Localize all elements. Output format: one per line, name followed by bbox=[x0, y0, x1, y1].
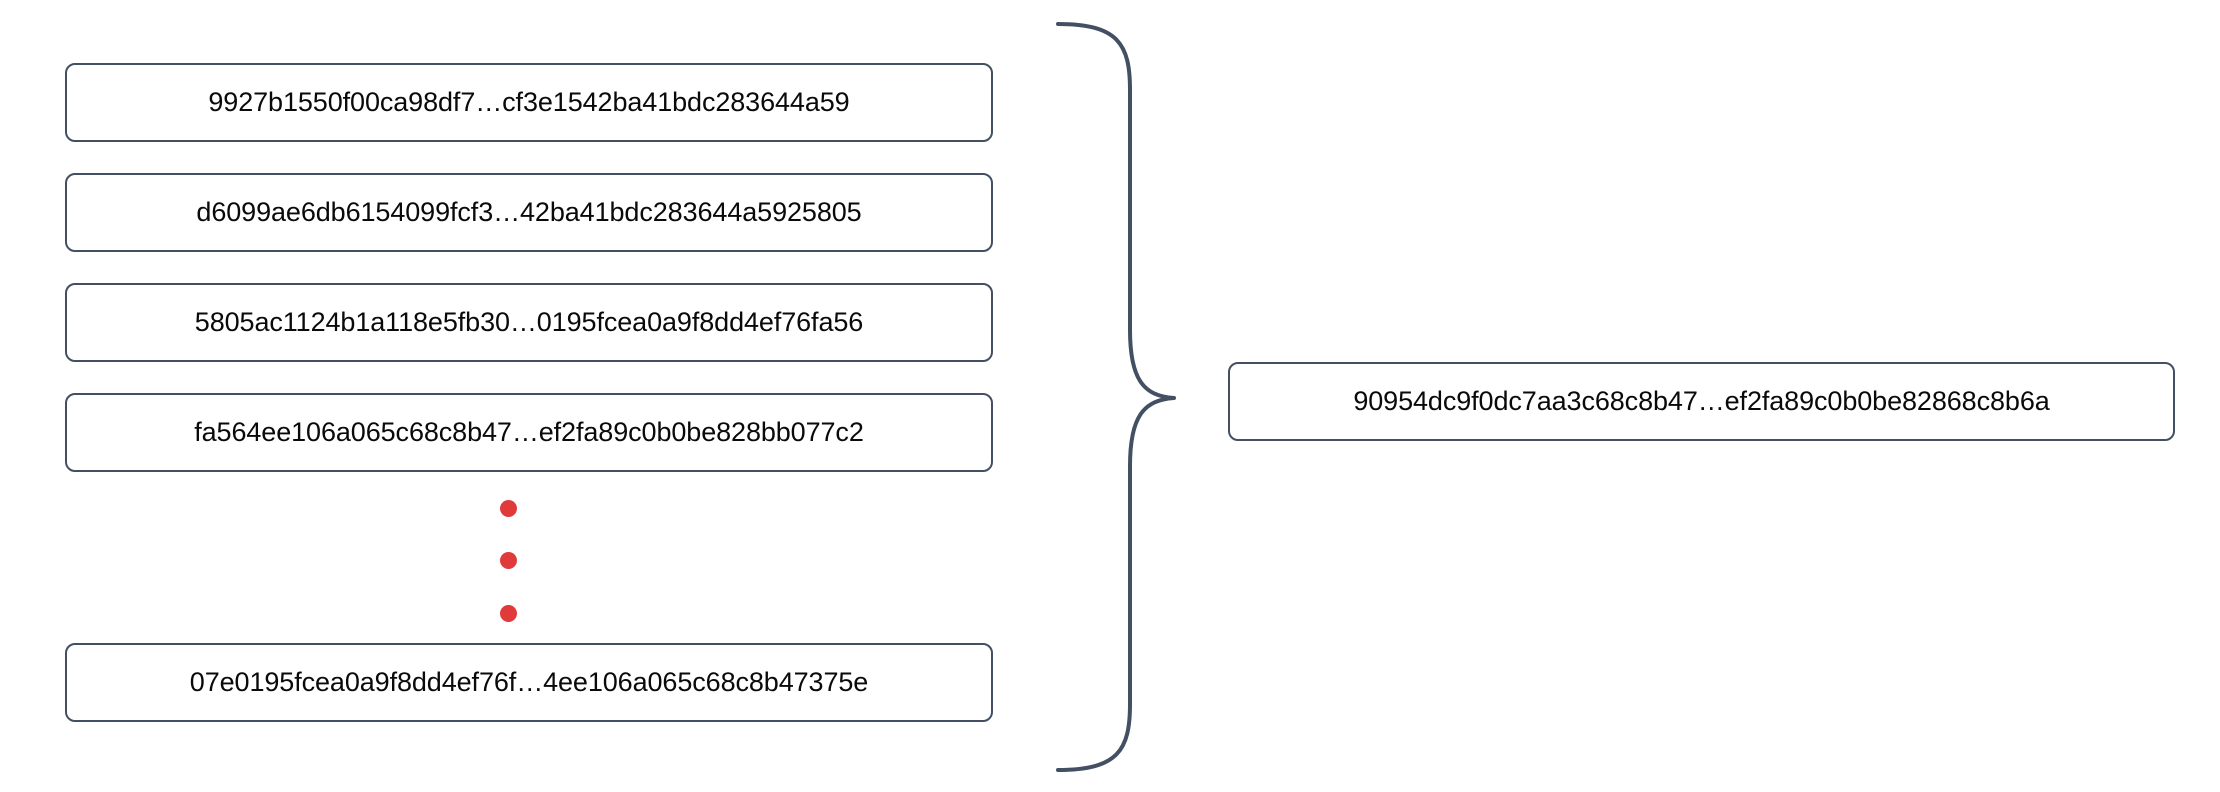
input-hash-label-last: 07e0195fcea0a9f8dd4ef76f…4ee106a065c68c8… bbox=[189, 667, 869, 697]
input-hash-box-1[interactable]: 9927b1550f00ca98df7…cf3e1542ba41bdc28364… bbox=[65, 63, 993, 142]
ellipsis-dot-1 bbox=[500, 500, 517, 517]
ellipsis-dot-3 bbox=[500, 605, 517, 622]
curly-brace-icon bbox=[1040, 18, 1190, 776]
input-hash-label-2: d6099ae6db6154099fcf3…42ba41bdc283644a59… bbox=[196, 197, 862, 227]
input-hash-label-3: 5805ac1124b1a118e5fb30…0195fcea0a9f8dd4e… bbox=[194, 307, 864, 337]
input-hash-box-3[interactable]: 5805ac1124b1a118e5fb30…0195fcea0a9f8dd4e… bbox=[65, 283, 993, 362]
input-hash-box-2[interactable]: d6099ae6db6154099fcf3…42ba41bdc283644a59… bbox=[65, 173, 993, 252]
output-hash-box[interactable]: 90954dc9f0dc7aa3c68c8b47…ef2fa89c0b0be82… bbox=[1228, 362, 2175, 441]
input-hash-box-last[interactable]: 07e0195fcea0a9f8dd4ef76f…4ee106a065c68c8… bbox=[65, 643, 993, 722]
input-hash-box-4[interactable]: fa564ee106a065c68c8b47…ef2fa89c0b0be828b… bbox=[65, 393, 993, 472]
input-hash-label-4: fa564ee106a065c68c8b47…ef2fa89c0b0be828b… bbox=[194, 417, 864, 447]
output-hash-label: 90954dc9f0dc7aa3c68c8b47…ef2fa89c0b0be82… bbox=[1353, 386, 2050, 416]
ellipsis-dot-2 bbox=[500, 552, 517, 569]
input-hash-label-1: 9927b1550f00ca98df7…cf3e1542ba41bdc28364… bbox=[208, 87, 850, 117]
vertical-ellipsis-icon bbox=[500, 500, 518, 622]
